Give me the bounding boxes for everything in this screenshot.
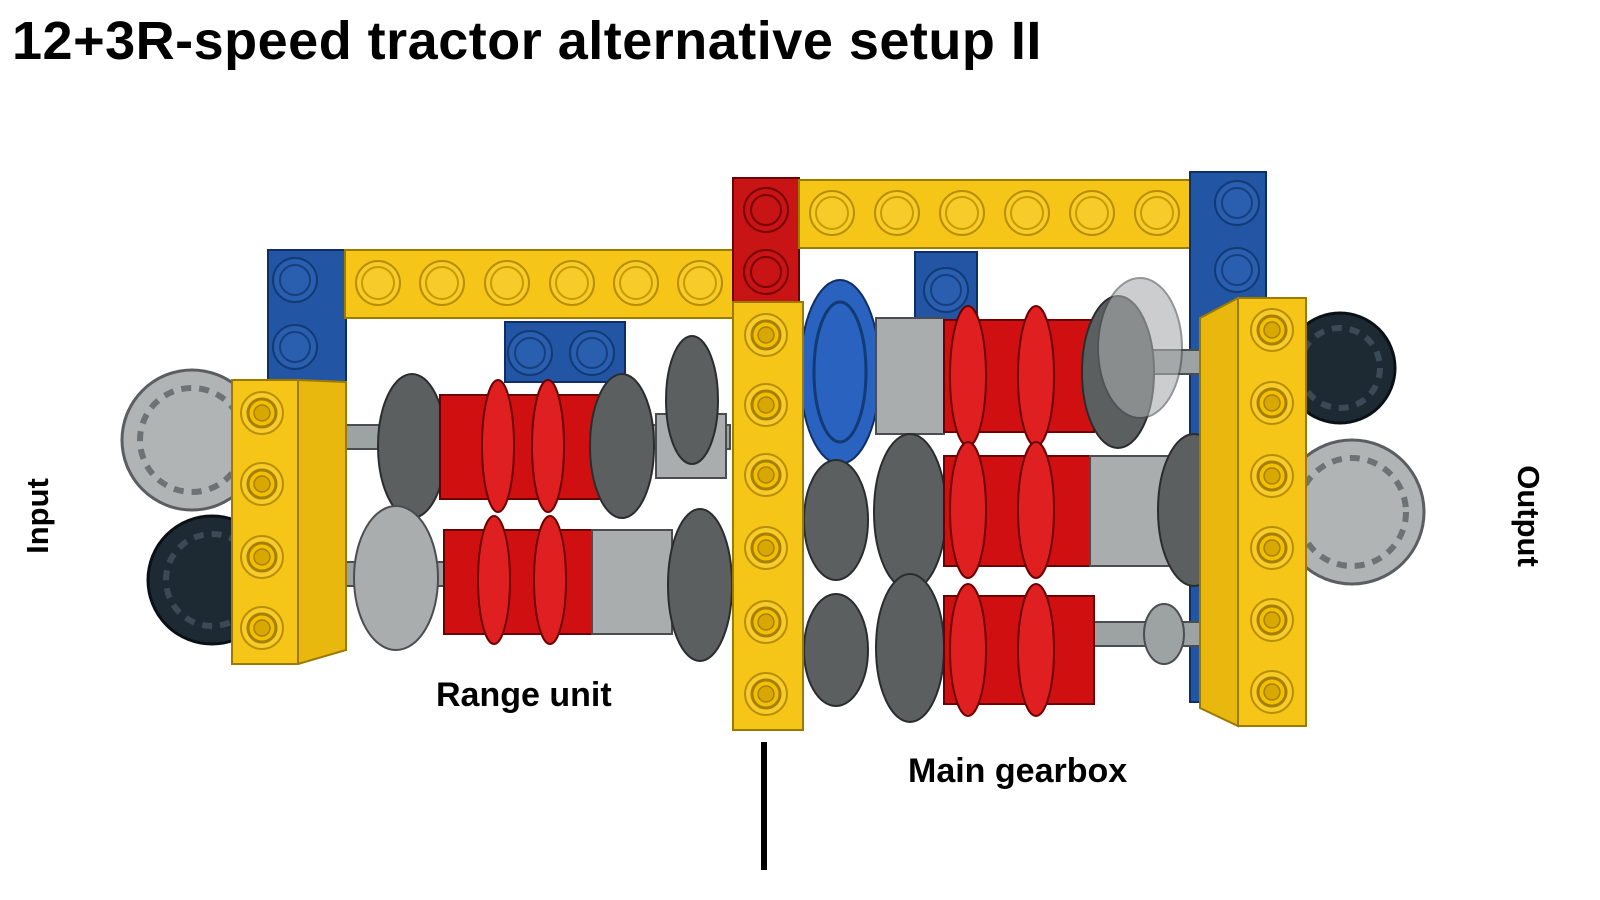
main-gearbox-assembly (799, 277, 1231, 723)
page-title: 12+3R-speed tractor alternative setup II (12, 11, 1042, 71)
yellow-beam-middle (732, 301, 804, 731)
main-gearbox-label: Main gearbox (908, 752, 1128, 790)
yellow-brick-right-front (1237, 297, 1307, 727)
front-beams (231, 296, 1307, 731)
output-label: Output (1511, 465, 1546, 567)
input-label: Input (20, 478, 55, 554)
shift-lever-line (761, 742, 767, 870)
range-unit-label: Range unit (436, 676, 612, 714)
yellow-beam-top-left (344, 249, 734, 319)
yellow-beam-top-right (798, 179, 1192, 249)
range-unit-assembly (353, 335, 733, 662)
